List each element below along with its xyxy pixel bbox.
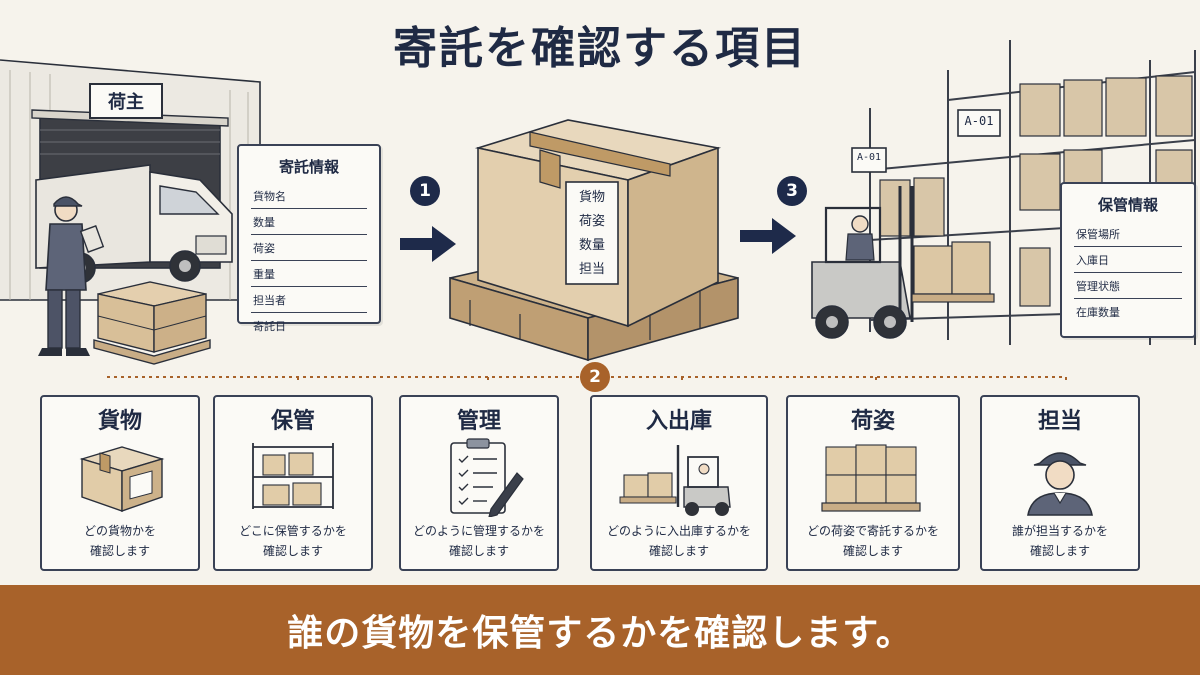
box-icon xyxy=(79,446,165,512)
item-card-storage: 保管 どこに保管するかを 確認します xyxy=(213,395,373,571)
deposit-info-item: 貨物名 xyxy=(251,183,367,209)
box-label-line: 荷姿 xyxy=(578,214,605,229)
item-desc-line: どのように入出庫するかを xyxy=(606,524,751,538)
item-title: 管理 xyxy=(456,408,501,434)
rack-tag: A-01 xyxy=(856,152,882,163)
item-desc-line: 確認します xyxy=(1029,544,1090,558)
rack-tag: A-01 xyxy=(964,114,994,128)
deposit-info-card: 寄託情報 貨物名 数量 荷姿 重量 担当者 寄託日 xyxy=(237,144,381,333)
step-badge-3: 3 xyxy=(777,176,807,206)
storage-rack-icon xyxy=(851,40,1196,345)
item-desc-line: 確認します xyxy=(448,544,509,558)
storage-info-item: 保管場所 xyxy=(1074,221,1182,247)
item-card-packaging: 荷姿 どの荷姿で寄託するかを 確認します xyxy=(786,395,960,571)
box-label-line: 貨物 xyxy=(578,190,605,205)
banner-text: 誰の貨物を保管するかを確認します。 xyxy=(287,612,913,654)
arrow-right-icon xyxy=(740,218,796,254)
warehouse-scene-illustration xyxy=(0,40,1196,380)
item-card-management: 管理 どのように管理するかを 確認します xyxy=(399,395,559,571)
deposit-info-item: 担当者 xyxy=(251,287,367,313)
page-title: 寄託を確認する項目 xyxy=(393,23,807,74)
worker-with-clipboard-icon xyxy=(38,196,105,356)
deposit-info-item: 重量 xyxy=(251,261,367,287)
item-title: 貨物 xyxy=(97,408,142,434)
dotted-connector-line xyxy=(107,376,1067,380)
storage-info-header: 保管情報 xyxy=(1097,196,1158,214)
item-desc-line: 確認します xyxy=(842,544,903,558)
item-title: 荷姿 xyxy=(850,408,895,434)
step-badge-1: 1 xyxy=(410,176,440,206)
step-badge-2: 2 xyxy=(580,362,610,392)
item-card-in-out: 入出庫 どのように入出庫するかを 確認します xyxy=(590,395,768,571)
box-label-line: 担当 xyxy=(578,262,605,277)
item-desc-line: 確認します xyxy=(89,544,150,558)
storage-info-item: 管理状態 xyxy=(1074,273,1182,299)
shipper-sign: 荷主 xyxy=(108,92,144,113)
shelf-icon xyxy=(252,443,334,509)
item-title: 保管 xyxy=(270,408,315,434)
cargo-box-icon xyxy=(449,119,739,362)
stacked-boxes-icon xyxy=(821,444,921,512)
item-card-cargo: 貨物 どの貨物かを 確認します xyxy=(40,395,200,571)
bottom-banner xyxy=(0,585,1200,675)
item-desc-line: 確認します xyxy=(262,544,323,558)
deposit-info-item: 荷姿 xyxy=(251,235,367,261)
item-desc-line: どこに保管するかを xyxy=(239,524,347,538)
forklift-icon xyxy=(619,445,731,516)
item-desc-line: 確認します xyxy=(648,544,709,558)
item-card-person: 担当 誰が担当するかを 確認します xyxy=(980,395,1140,571)
item-desc-line: どの荷姿で寄託するかを xyxy=(806,524,939,538)
item-desc-line: どの貨物かを xyxy=(83,524,156,538)
clipboard-checklist-icon xyxy=(450,438,524,517)
pallet-boxes-icon xyxy=(93,281,211,365)
box-label: 貨物 荷姿 数量 担当 xyxy=(566,186,618,282)
storage-info-item: 在庫数量 xyxy=(1076,306,1120,319)
forklift-icon xyxy=(811,186,995,339)
item-title: 入出庫 xyxy=(645,408,712,434)
deposit-info-item: 寄託日 xyxy=(253,320,286,333)
box-label-line: 数量 xyxy=(578,238,605,253)
deposit-info-item: 数量 xyxy=(251,209,367,235)
arrow-right-icon xyxy=(400,226,456,262)
deposit-info-header: 寄託情報 xyxy=(278,158,339,176)
item-desc-line: どのように管理するかを xyxy=(412,524,545,538)
item-title: 担当 xyxy=(1037,408,1082,434)
item-desc-line: 誰が担当するかを xyxy=(1011,524,1108,538)
worker-icon xyxy=(1027,452,1093,516)
storage-info-item: 入庫日 xyxy=(1074,247,1182,273)
storage-info-card: 保管情報 保管場所 入庫日 管理状態 在庫数量 xyxy=(1060,182,1196,338)
